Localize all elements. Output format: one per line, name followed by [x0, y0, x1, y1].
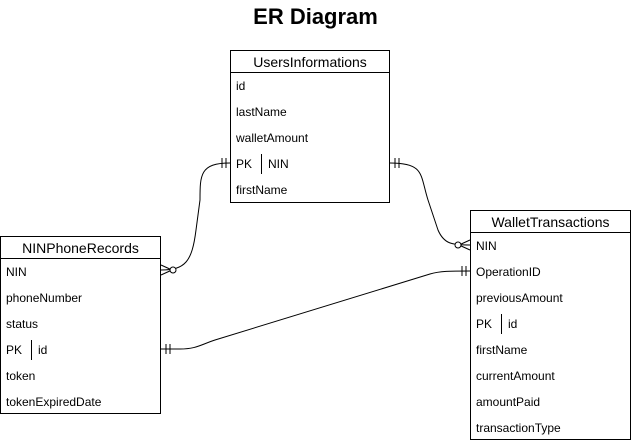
pk-attribute: NIN [268, 157, 289, 171]
pk-label: PK [6, 343, 23, 357]
attribute: firstName [476, 343, 528, 357]
relationship-users-nin [160, 162, 231, 271]
attribute: status [6, 317, 39, 331]
entity-ninphonerecords[interactable]: NINPhoneRecords NIN phoneNumber status P… [0, 236, 161, 414]
entity-wallettransactions[interactable]: WalletTransactions NIN OperationID previ… [470, 210, 631, 440]
attribute: previousAmount [476, 291, 563, 305]
entity-title: NINPhoneRecords [1, 237, 160, 259]
pk-attribute: id [508, 317, 518, 331]
attribute: firstName [236, 183, 288, 197]
relationship-nin-wallet [161, 270, 471, 350]
pk-divider [261, 154, 262, 174]
primary-key-row: PK NIN [231, 151, 389, 177]
crow-zero-mark [454, 241, 462, 249]
attribute: lastName [236, 105, 287, 119]
crow-zero-mark [169, 266, 177, 274]
attribute: walletAmount [236, 131, 309, 145]
attribute: NIN [476, 239, 497, 253]
attribute: currentAmount [476, 369, 555, 383]
attribute: amountPaid [476, 395, 541, 409]
entity-title: UsersInformations [231, 51, 389, 73]
attribute: phoneNumber [6, 291, 83, 305]
attribute: OperationID [476, 265, 541, 279]
attribute: token [6, 369, 36, 383]
primary-key-row: PK id [1, 337, 160, 363]
primary-key-row: PK id [471, 311, 630, 337]
entity-title: WalletTransactions [471, 211, 630, 233]
pk-label: PK [236, 157, 253, 171]
entity-usersinformations[interactable]: UsersInformations id lastName walletAmou… [230, 50, 390, 203]
relationship-users-wallet [389, 162, 471, 246]
pk-attribute: id [38, 343, 48, 357]
pk-label: PK [476, 317, 493, 331]
pk-divider [31, 340, 32, 360]
attribute: tokenExpiredDate [6, 395, 102, 409]
attribute: id [236, 79, 246, 93]
diagram-title: ER Diagram [253, 4, 378, 29]
attribute: NIN [6, 265, 27, 279]
attribute: transactionType [476, 421, 561, 435]
pk-divider [501, 314, 502, 334]
